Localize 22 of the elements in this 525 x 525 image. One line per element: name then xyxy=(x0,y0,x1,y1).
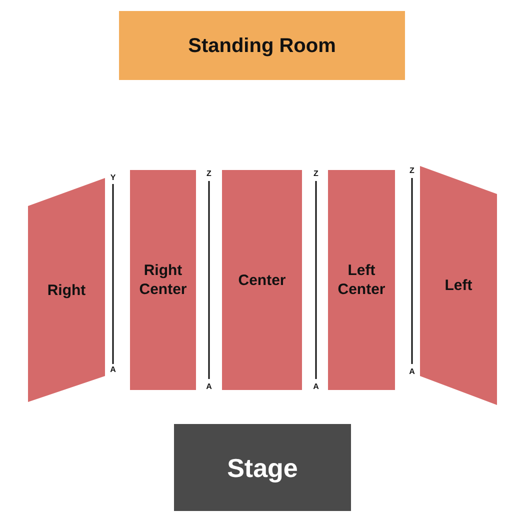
row-letter: A xyxy=(109,365,117,374)
row-letter: Z xyxy=(206,169,212,178)
stage-block xyxy=(174,424,351,511)
row-letter: A xyxy=(205,382,213,391)
section-label: Stage xyxy=(227,452,298,482)
row-letter: Z xyxy=(312,169,320,178)
section-label: Right xyxy=(47,280,86,300)
section-label: Center xyxy=(238,270,286,290)
section-label: Standing Room xyxy=(188,34,336,58)
section-label: Left xyxy=(444,276,472,295)
section-label: Left Center xyxy=(336,261,386,299)
seating-section xyxy=(130,170,196,390)
seating-section xyxy=(328,170,395,390)
row-letter: Y xyxy=(109,173,117,182)
seating-section xyxy=(222,170,302,390)
row-letter: A xyxy=(408,367,416,376)
standing-room-section xyxy=(119,11,405,80)
seating-section xyxy=(420,166,497,405)
row-letter: A xyxy=(312,382,320,391)
row-letter: Z xyxy=(408,166,416,175)
seating-section xyxy=(28,178,105,402)
section-label: Right Center xyxy=(138,261,188,299)
